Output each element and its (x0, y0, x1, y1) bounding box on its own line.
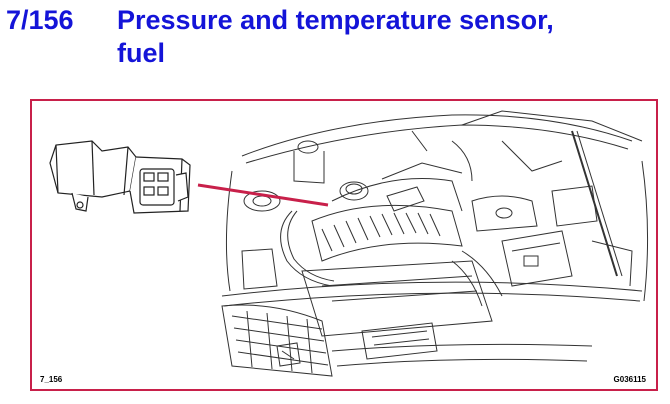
illustration-frame: 7_156 G036115 (30, 99, 658, 391)
page-title-line-2: fuel (117, 38, 166, 68)
engine-bay-illustration (49, 110, 649, 377)
sensor-connector-icon (49, 140, 191, 214)
pointer-line (197, 183, 329, 207)
page-title-line-1: Pressure and temperature sensor, (117, 5, 554, 35)
section-number: 7/156 (6, 5, 74, 35)
page-heading: 7/156 Pressure and temperature sensor, f… (0, 0, 670, 80)
figure-id-label: 7_156 (40, 375, 63, 384)
figure-code-label: G036115 (613, 375, 646, 384)
